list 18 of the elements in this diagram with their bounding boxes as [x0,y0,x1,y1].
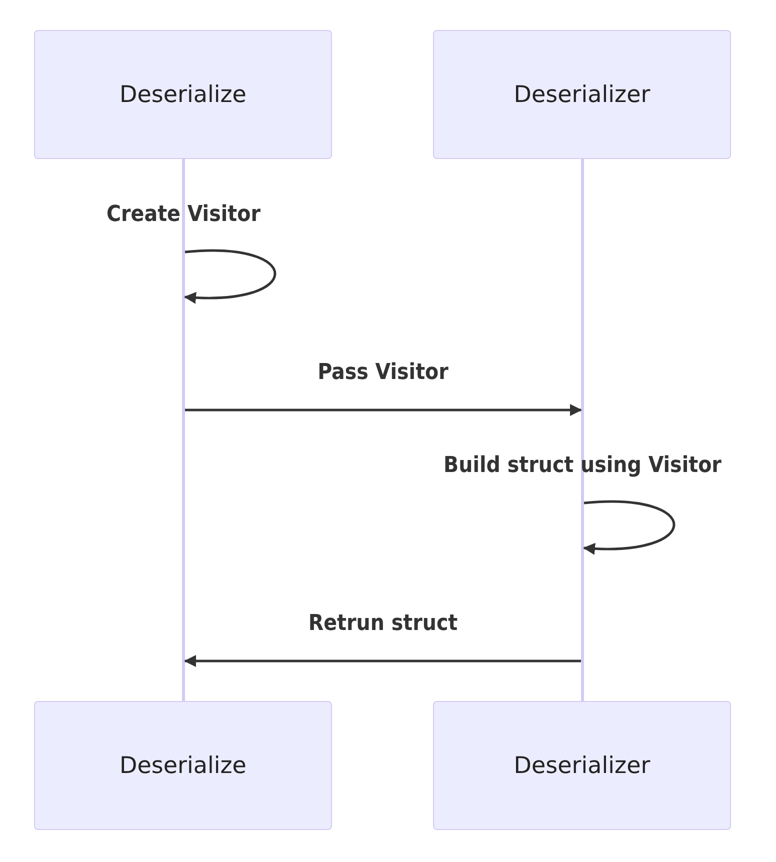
self-message-arrow [184,249,276,304]
participant-box [433,30,731,159]
message-arrow [184,655,581,667]
participant-box [34,30,332,159]
edge-label: Create Visitor [106,202,260,227]
lifeline [581,159,584,701]
edge-label: Build struct using Visitor [444,453,722,478]
participant-name: Deserializer [514,752,650,778]
edge-label: Pass Visitor [318,360,448,385]
edge-label: Retrun struct [308,611,458,636]
participant-name: Deserialize [120,82,246,108]
participant-name: Deserialize [120,752,246,778]
participant-box [433,701,731,830]
self-message-arrow [583,500,675,554]
participant-name: Deserializer [514,82,650,108]
message-arrow [185,404,582,416]
participant-box [34,701,332,830]
lifeline [182,159,185,701]
